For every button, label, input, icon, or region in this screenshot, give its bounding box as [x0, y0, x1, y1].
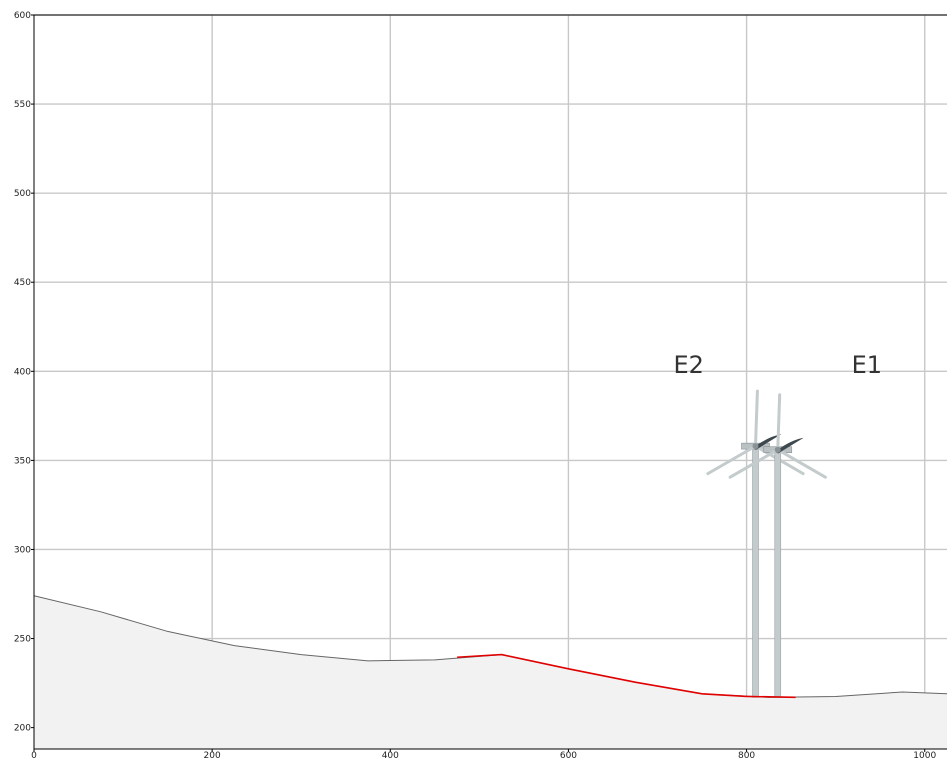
x-tick-label: 600 [560, 751, 577, 759]
x-tick-label: 1000 [913, 751, 936, 759]
terrain-layer [33, 595, 947, 749]
turbine-annotation: E1 [852, 351, 882, 379]
tick-labels: 0 200 400 600 800 1000 200 250 300 350 400 450 500 55… [14, 11, 937, 759]
turbine-blade [728, 448, 780, 479]
x-tick-label: 400 [382, 751, 399, 759]
y-tick-label: 300 [14, 545, 31, 555]
x-tick-label: 200 [204, 751, 221, 759]
turbine-blade [706, 444, 757, 476]
turbine-blade [753, 389, 759, 448]
turbine-blade [776, 393, 782, 452]
y-tick-label: 250 [14, 635, 31, 645]
turbine-blade [776, 448, 827, 479]
x-tick-label: 800 [738, 751, 755, 759]
turbine-hub [774, 446, 781, 453]
y-tick-label: 450 [14, 278, 31, 288]
x-tick-label: 0 [31, 751, 37, 759]
sightline [457, 653, 796, 699]
y-tick-label: 200 [14, 724, 31, 734]
turbines-layer [706, 389, 827, 698]
turbine-labels: E2 E1 [673, 351, 882, 379]
turbine [706, 389, 805, 698]
y-tick-label: 550 [14, 100, 31, 110]
y-tick-label: 350 [14, 456, 31, 466]
turbine-tower [774, 449, 782, 698]
turbine-tower [752, 445, 759, 698]
axes [31, 14, 947, 752]
sightline-layer [457, 653, 796, 699]
y-tick-label: 500 [14, 189, 31, 199]
y-tick-label: 600 [14, 11, 31, 21]
terrain-area [34, 595, 947, 749]
turbine-hub [752, 443, 759, 450]
turbine [728, 393, 827, 698]
y-tick-label: 400 [14, 367, 31, 377]
turbine-annotation: E2 [673, 351, 703, 379]
